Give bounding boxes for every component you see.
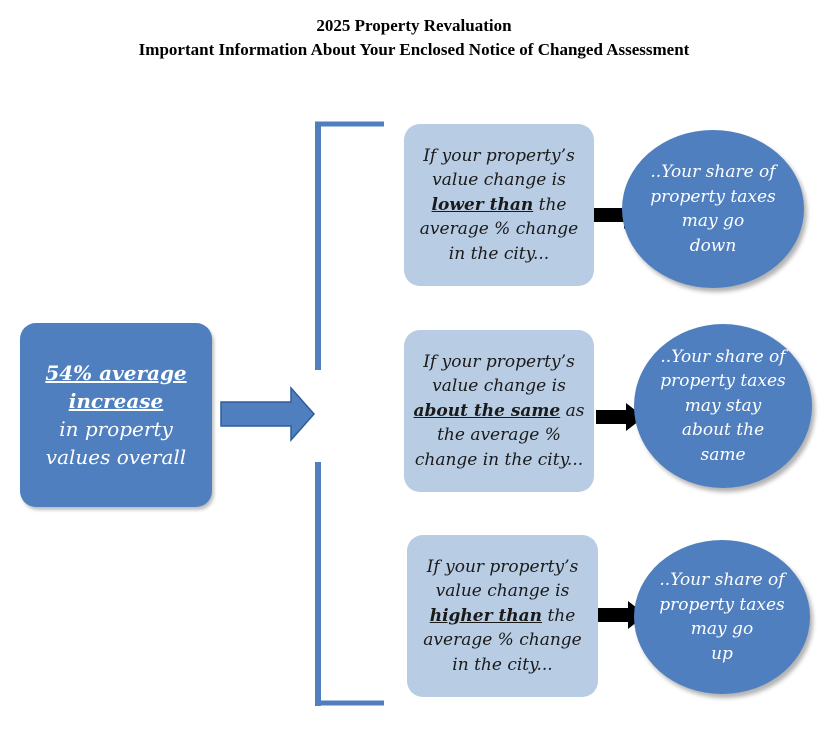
cond-text: If your property’s <box>423 351 575 372</box>
result-text: ..Your share of <box>660 346 786 367</box>
result-text: may go <box>690 619 754 639</box>
cond-text: value change is <box>432 376 566 397</box>
cond-text: value change is <box>432 170 566 191</box>
cond-text: If your property’s <box>423 145 575 166</box>
result-down-circle: ..Your share of property taxes may go do… <box>622 130 804 288</box>
arrow-to-same <box>596 403 644 431</box>
main-arrow <box>220 386 316 442</box>
page-subtitle: Important Information About Your Enclose… <box>138 40 690 59</box>
result-text: up <box>711 643 733 664</box>
cond-text: in the city... <box>448 243 550 264</box>
main-line-3: in property <box>59 417 173 441</box>
main-line-1: 54% average <box>45 361 187 385</box>
condition-lower-box: If your property’s value change is lower… <box>404 124 594 286</box>
cond-text: as <box>560 400 585 421</box>
cond-text: the <box>533 194 567 215</box>
average-increase-box: 54% average increase in property values … <box>20 323 212 507</box>
cond-emphasis: higher than <box>429 605 543 626</box>
cond-text: average % change <box>423 630 582 651</box>
result-text: property taxes <box>660 371 786 392</box>
main-line-4: values overall <box>45 445 187 469</box>
result-text: about the <box>681 420 765 441</box>
result-text: same <box>700 444 746 465</box>
cond-text: average % change <box>419 219 579 240</box>
cond-text: in the city... <box>452 654 553 675</box>
result-text: property taxes <box>659 594 785 615</box>
cond-text: the average % <box>437 425 561 446</box>
result-same-circle: ..Your share of property taxes may stay … <box>634 324 812 488</box>
cond-text: the <box>542 605 576 626</box>
result-text: property taxes <box>650 186 776 207</box>
result-up-circle: ..Your share of property taxes may go up <box>634 540 810 694</box>
cond-text: If your property’s <box>426 556 579 577</box>
result-text: ..Your share of <box>650 162 776 182</box>
cond-emphasis: about the same <box>413 400 561 421</box>
bracket <box>315 121 384 706</box>
result-text: may go <box>681 211 745 231</box>
cond-text: value change is <box>435 581 570 602</box>
cond-text: change in the city... <box>414 449 584 470</box>
condition-same-box: If your property’s value change is about… <box>404 330 594 492</box>
cond-emphasis: lower than <box>431 194 534 215</box>
page-title: 2025 Property Revaluation <box>316 16 512 35</box>
result-text: down <box>689 235 737 256</box>
result-text: ..Your share of <box>659 570 785 590</box>
result-text: may stay <box>684 395 762 416</box>
main-line-2: increase <box>68 389 164 413</box>
condition-higher-box: If your property’s value change is highe… <box>407 535 598 697</box>
